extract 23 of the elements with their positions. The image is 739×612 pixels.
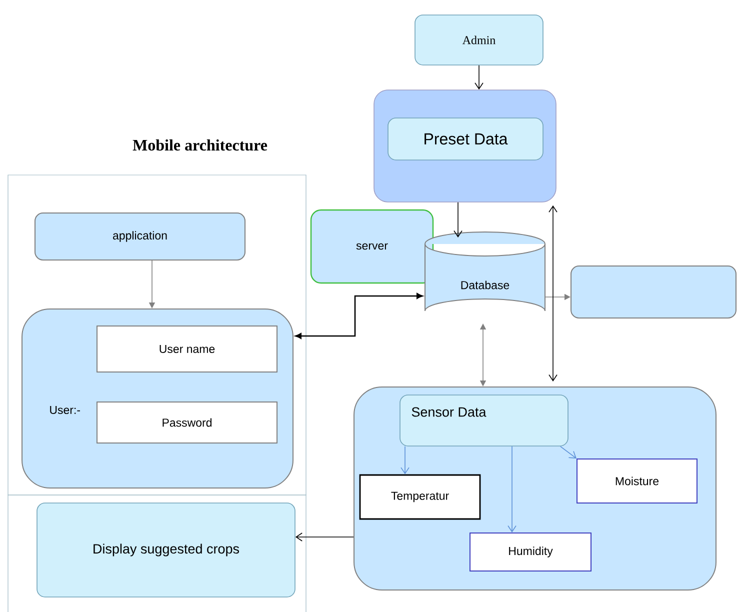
output-box: Display suggested crops xyxy=(36,502,296,598)
process-box: application xyxy=(34,212,246,260)
data-box: Moisture xyxy=(576,458,698,504)
arrow xyxy=(454,202,462,238)
server-box: server xyxy=(310,209,434,284)
panel-frame xyxy=(8,494,306,612)
input-field: User name xyxy=(96,326,278,372)
admin-box: Admin xyxy=(414,14,544,66)
data-box: Preset Data xyxy=(388,118,544,160)
arrow xyxy=(295,532,354,542)
input-field: Password xyxy=(96,402,278,444)
database-cylinder: Database xyxy=(424,232,546,312)
arrow xyxy=(474,65,484,90)
data-box: Temperatur xyxy=(359,474,481,520)
data-box: Sensor Data xyxy=(400,394,568,446)
arrow xyxy=(295,293,423,339)
arrow xyxy=(548,205,558,382)
node-label: Mobile architecture xyxy=(132,139,268,151)
arrow xyxy=(400,446,410,474)
process-box xyxy=(570,266,736,318)
data-box: Humidity xyxy=(470,532,592,572)
arrow xyxy=(560,446,576,458)
arrow xyxy=(508,446,516,532)
